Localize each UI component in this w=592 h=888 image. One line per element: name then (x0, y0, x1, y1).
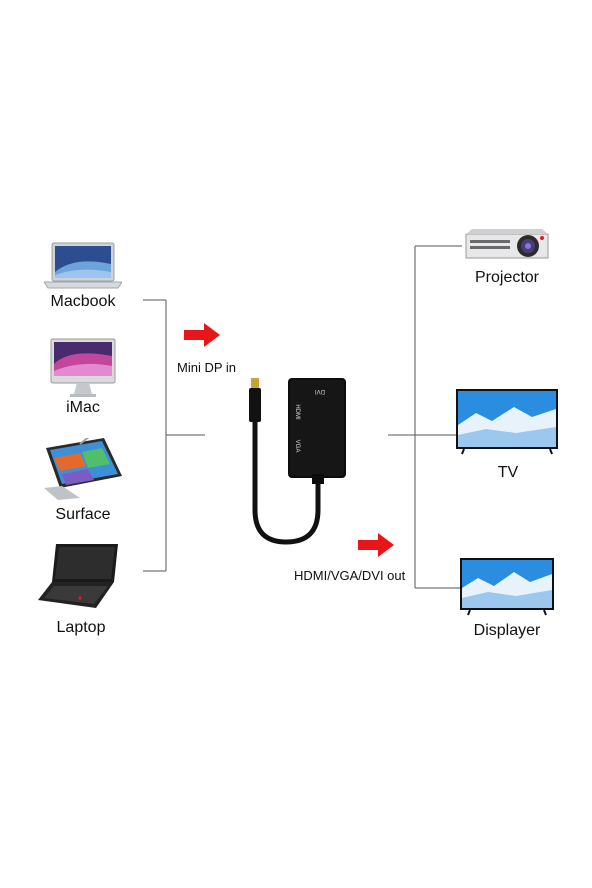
monitor-icon (460, 558, 554, 616)
surface-tablet-icon (44, 438, 122, 500)
input-label-laptop: Laptop (56, 619, 106, 636)
output-label-displayer: Displayer (473, 622, 541, 639)
laptop-icon (38, 544, 118, 608)
port-label-vga: VGA (294, 440, 300, 453)
adapter-input-label: Mini DP in (177, 360, 237, 375)
input-label-imac: iMac (66, 399, 100, 416)
port-label-dvi: DVI (315, 388, 325, 394)
imac-icon (50, 338, 116, 397)
laptop-macbook-icon (44, 242, 122, 289)
arrow-right-icon (358, 533, 394, 557)
output-label-tv: TV (497, 464, 519, 481)
port-label-hdmi: HDMI (294, 404, 300, 420)
projector-icon (465, 229, 549, 259)
input-label-surface: Surface (55, 506, 111, 523)
arrow-right-icon (184, 323, 220, 347)
output-label-projector: Projector (474, 269, 540, 286)
tv-icon (456, 389, 558, 455)
adapter-graphic: DVI HDMI VGA (249, 378, 346, 545)
adapter-output-label: HDMI/VGA/DVI out (294, 568, 406, 583)
input-label-macbook: Macbook (50, 293, 116, 310)
